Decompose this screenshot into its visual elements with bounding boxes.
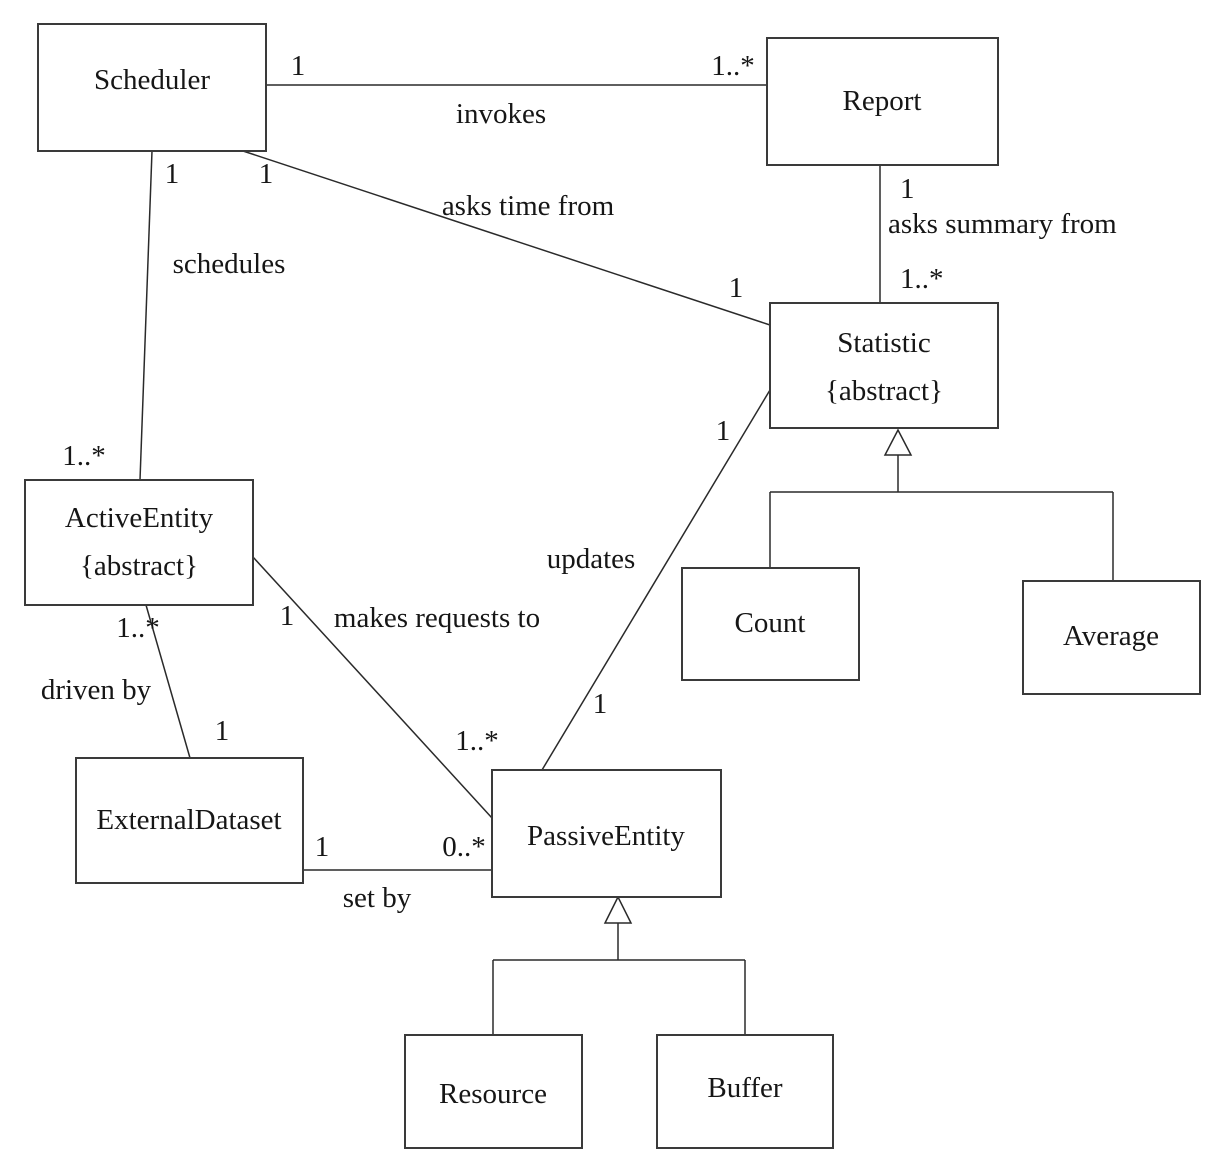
class-box-scheduler: [37, 23, 267, 152]
association-asks-time-from-mult-scheduler: 1: [259, 158, 274, 190]
association-makes-requests-to-mult-passive-entity: 1..*: [455, 725, 499, 757]
class-name-external-dataset: ExternalDataset: [96, 804, 281, 836]
association-updates-line: [541, 389, 771, 771]
association-updates-label: updates: [547, 543, 636, 575]
class-name-passive-entity: PassiveEntity: [527, 820, 685, 852]
association-set-by-mult-external-dataset: 1: [315, 831, 330, 863]
association-set-by-mult-passive-entity: 0..*: [442, 831, 486, 863]
class-name-active-entity: ActiveEntity: [65, 502, 214, 534]
class-box-resource: [404, 1034, 583, 1149]
class-report: Report: [766, 37, 999, 166]
class-name-statistic: Statistic: [837, 327, 930, 359]
association-schedules-mult-active-entity: 1..*: [62, 440, 106, 472]
association-makes-requests-to-label: makes requests to: [334, 602, 540, 634]
class-box-count: [681, 567, 860, 681]
association-schedules-mult-scheduler: 1: [165, 158, 180, 190]
class-external-dataset: ExternalDataset: [75, 757, 304, 884]
association-labels: invokes 1 1..* asks time from 1 1 asks s…: [41, 50, 1117, 914]
class-buffer: Buffer: [656, 1034, 834, 1149]
association-driven-by-line: [145, 604, 191, 759]
class-name-count: Count: [735, 607, 806, 639]
association-schedules-label: schedules: [173, 248, 286, 280]
association-driven-by-mult-external-dataset: 1: [215, 715, 230, 747]
class-stereotype-statistic: {abstract}: [825, 375, 943, 407]
class-count: Count: [681, 567, 860, 681]
association-set-by-label: set by: [343, 882, 412, 914]
association-makes-requests-to-mult-active-entity: 1: [280, 600, 295, 632]
class-box-report: [766, 37, 999, 166]
class-name-buffer: Buffer: [707, 1072, 783, 1104]
association-invokes-mult-scheduler: 1: [291, 50, 306, 82]
association-asks-summary-from-mult-statistic: 1..*: [900, 263, 944, 295]
association-lines: [139, 84, 881, 871]
association-schedules-line: [139, 150, 153, 481]
association-updates-mult-statistic: 1: [716, 415, 731, 447]
class-box-active-entity: [24, 479, 254, 606]
class-stereotype-active-entity: {abstract}: [80, 550, 198, 582]
class-statistic: Statistic {abstract}: [769, 302, 999, 429]
class-box-passive-entity: [491, 769, 722, 898]
association-asks-time-from-line: [242, 150, 771, 326]
association-asks-time-from-mult-statistic: 1: [729, 272, 744, 304]
association-invokes-mult-report: 1..*: [711, 50, 755, 82]
inheritance-arrow-icon: [883, 428, 913, 456]
association-driven-by-label: driven by: [41, 674, 152, 706]
class-box-statistic: [769, 302, 999, 429]
class-active-entity: ActiveEntity {abstract}: [24, 479, 254, 606]
association-updates-mult-passive-entity: 1: [593, 688, 608, 720]
association-asks-summary-from-label: asks summary from: [888, 208, 1117, 240]
generalization-statistic: [769, 428, 1114, 581]
generalization-passive-entity: [492, 895, 746, 1035]
association-makes-requests-to-line: [252, 556, 493, 819]
class-box-external-dataset: [75, 757, 304, 884]
association-driven-by-mult-active-entity: 1..*: [116, 612, 160, 644]
class-box-buffer: [656, 1034, 834, 1149]
class-box-average: [1022, 580, 1201, 695]
class-resource: Resource: [404, 1034, 583, 1149]
class-scheduler: Scheduler: [37, 23, 267, 152]
class-name-resource: Resource: [439, 1078, 547, 1110]
class-average: Average: [1022, 580, 1201, 695]
association-asks-time-from-label: asks time from: [442, 190, 615, 222]
class-name-average: Average: [1063, 620, 1159, 652]
inheritance-arrow-icon: [603, 895, 633, 924]
association-invokes-label: invokes: [456, 98, 546, 130]
class-passive-entity: PassiveEntity: [491, 769, 722, 898]
class-name-scheduler: Scheduler: [94, 64, 210, 96]
class-name-report: Report: [843, 85, 922, 117]
association-asks-summary-from-mult-report: 1: [900, 173, 915, 205]
